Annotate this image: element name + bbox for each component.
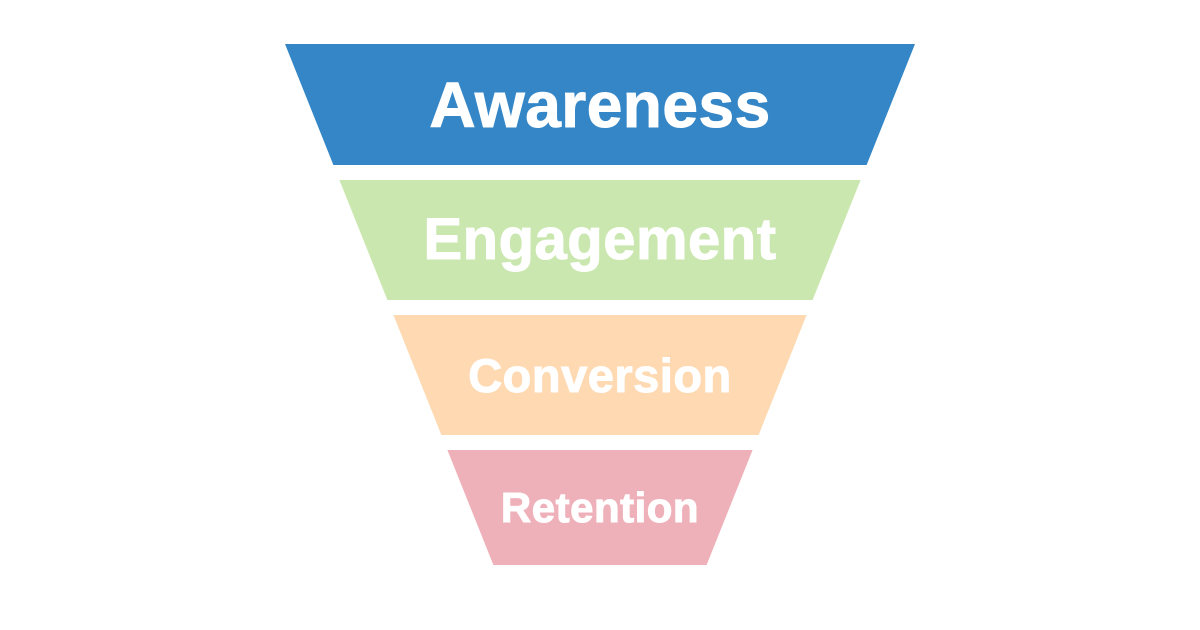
funnel-stage-awareness: Awareness [285,44,915,165]
funnel-stage-conversion: Conversion [393,315,807,435]
funnel-stage-conversion-label: Conversion [468,348,732,402]
funnel-stage-retention: Retention [447,450,753,565]
funnel-diagram: Awareness Engagement Conversion Retentio… [285,44,915,565]
funnel-stage-awareness-label: Awareness [429,68,771,141]
funnel-stage-engagement: Engagement [339,180,861,300]
funnel-stage-engagement-label: Engagement [423,207,777,272]
funnel-stage-retention-label: Retention [500,483,700,531]
